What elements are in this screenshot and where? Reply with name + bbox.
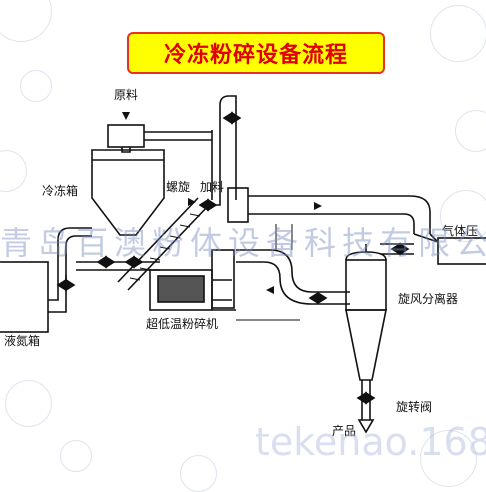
- site-watermark: tekenao.1688.com: [255, 420, 486, 464]
- flow-arrow: [122, 112, 130, 120]
- diagram-title: 冷冻粉碎设备流程: [163, 43, 348, 68]
- label-screw: 螺旋: [166, 180, 191, 194]
- cyclone-separator: [345, 259, 387, 311]
- flow-arrow: [188, 198, 196, 206]
- label-gas-compressor: 气体压: [442, 224, 479, 238]
- label-rotary-valve: 旋转阀: [396, 400, 433, 414]
- flow-arrow: [266, 286, 274, 294]
- gas-compressor: [437, 237, 486, 265]
- label-cyclone-separator: 旋风分离器: [398, 292, 459, 306]
- label-feeding: 加料: [200, 180, 225, 194]
- label-liquid-nitrogen-box: 液氮箱: [4, 334, 41, 348]
- flow-arrow: [314, 202, 322, 210]
- label-raw-material: 原料: [114, 88, 139, 102]
- title-banner: 冷冻粉碎设备流程: [127, 32, 385, 74]
- label-freezing-box: 冷冻箱: [42, 184, 79, 198]
- label-product: 产品: [332, 424, 357, 438]
- freezing-box: [91, 149, 165, 236]
- liquid-nitrogen-box: [0, 261, 49, 333]
- raw-material-hopper: [107, 124, 145, 148]
- label-ultra-low-temp-crusher: 超低温粉碎机: [146, 317, 219, 331]
- company-watermark: 青岛百澳粉体设备科技有限公司: [0, 224, 486, 262]
